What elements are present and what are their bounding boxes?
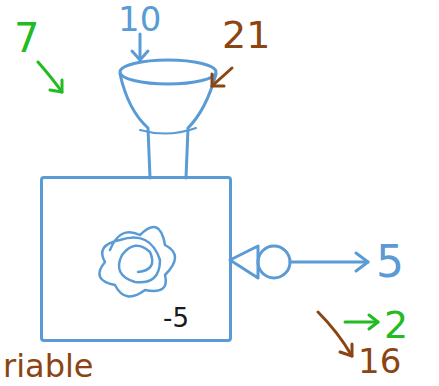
input-number: 7	[14, 18, 39, 58]
operation-label: -5	[163, 305, 189, 331]
output-number: 5	[376, 240, 404, 284]
caption-word: riable	[3, 350, 94, 382]
output-number: 16	[358, 344, 401, 378]
machine-box: -5	[40, 176, 232, 342]
input-number: 21	[222, 16, 270, 54]
input-number: 10	[118, 2, 161, 36]
output-number: 2	[384, 306, 408, 344]
